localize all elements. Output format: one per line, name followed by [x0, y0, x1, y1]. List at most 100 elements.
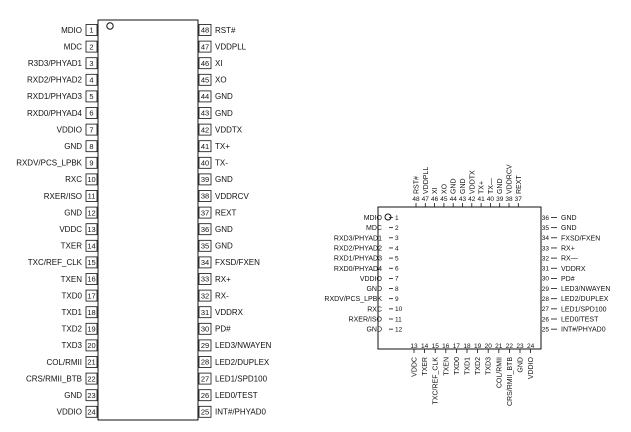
right-chip-pin-label: GND — [451, 178, 458, 194]
right-chip-pin-number: 15 — [432, 343, 440, 350]
left-chip-pin-number: 38 — [201, 192, 209, 201]
left-chip-pin-box — [85, 107, 98, 119]
right-chip-pin-label: RX— — [561, 256, 578, 263]
left-chip-pin-box — [85, 339, 98, 352]
right-chip-pin-number: 1 — [395, 215, 399, 222]
right-chip-pin-label: RXER/ISO — [349, 317, 383, 324]
left-chip-pin-number: 4 — [89, 76, 93, 85]
right-chip-pin-label: REXT — [516, 175, 523, 194]
left-chip-pin-box — [198, 173, 212, 186]
left-chip-pin-box — [198, 405, 212, 418]
left-chip-pin-label: INT#/PHYAD0 — [215, 408, 267, 417]
right-chip-pin-label: XO — [441, 183, 448, 194]
left-chip-pin-label: TXD1 — [62, 308, 83, 317]
right-chip-pin-number: 44 — [450, 196, 458, 203]
left-chip-pin-box — [85, 256, 98, 269]
right-chip-pin-label: LED1/SPD100 — [561, 306, 607, 313]
left-chip-pin-label: GND — [64, 208, 82, 217]
left-chip-pin-box — [198, 356, 212, 368]
right-chip-pin-number: 24 — [527, 343, 535, 350]
right-chip-pin-label: COL/RMII — [496, 357, 503, 388]
left-chip-pin-number: 25 — [201, 408, 209, 417]
right-chip-pin-number: 26 — [542, 316, 550, 323]
left-chip-pin-label: GND — [215, 225, 233, 234]
right-chip-pin-label: FXSD/FXEN — [561, 235, 600, 242]
right-chip-pin-label: GND — [497, 178, 504, 194]
right-chip-pin-number: 18 — [463, 343, 471, 350]
left-chip-pin-box — [85, 306, 98, 319]
left-chip-pin-box — [198, 40, 212, 53]
right-chip-pin-number: 4 — [395, 245, 399, 252]
left-chip-pin-label: VDDC — [59, 225, 82, 234]
left-chip-pin-label: LED1/SPD100 — [215, 374, 268, 383]
right-chip-pin-number: 34 — [542, 235, 550, 242]
left-chip-pin1-marker — [106, 22, 114, 30]
left-chip-pin-box — [198, 256, 212, 269]
left-chip-pin-box — [85, 273, 98, 285]
left-chip-pin-number: 46 — [201, 59, 209, 68]
left-chip-pin-label: TXEN — [61, 275, 83, 284]
right-chip-pin-label: RXDV/PCS_LPBK — [324, 296, 382, 303]
left-chip-pin-box — [85, 73, 98, 86]
left-chip-pin-label: RXC — [65, 175, 82, 184]
left-chip-pin-box — [85, 24, 98, 36]
left-chip-pin-label: TXC/REF_CLK — [28, 258, 83, 267]
left-chip-pin-number: 1 — [89, 26, 93, 35]
left-chip-pin-box — [85, 405, 98, 418]
right-chip-pin-number: 23 — [516, 343, 524, 350]
left-chip-pin-label: LED0/TEST — [215, 391, 258, 400]
left-chip-pin-label: GND — [215, 92, 233, 101]
right-chip-pin-number: 27 — [542, 306, 550, 313]
right-chip-pin-label: TX— — [488, 178, 495, 194]
right-chip-pin-label: VDDIO — [528, 356, 535, 379]
right-chip-pin-number: 8 — [395, 286, 399, 293]
left-chip-pin-box — [85, 90, 98, 103]
right-chip-pin-label: GND — [518, 357, 525, 373]
left-chip-pin-number: 13 — [87, 225, 95, 234]
right-chip-pin-label: LED3/NWAYEN — [561, 286, 610, 293]
left-chip-pin-number: 41 — [201, 142, 209, 151]
left-chip-pin-label: TXD0 — [62, 291, 83, 300]
right-chip-pin-number: 43 — [459, 196, 467, 203]
right-chip-pin-label: TXD2 — [475, 357, 482, 375]
left-chip-pin-number: 27 — [201, 374, 209, 383]
right-chip-pin-number: 38 — [505, 196, 513, 203]
right-chip-pin-number: 36 — [542, 215, 550, 222]
left-chip-pin-label: REXT — [215, 208, 236, 217]
left-chip-pin-label: TX+ — [215, 142, 230, 151]
left-chip-pin-box — [198, 57, 212, 70]
right-chip-pin-number: 16 — [442, 343, 450, 350]
right-chip-pin-number: 45 — [440, 196, 448, 203]
left-chip-pin-label: CRS/RMII_BTB — [26, 374, 82, 383]
right-chip-pin-number: 41 — [477, 196, 485, 203]
left-chip-pin-label: LED2/DUPLEX — [215, 358, 270, 367]
left-chip-pin-label: TX- — [215, 159, 228, 168]
right-chip-pin-number: 19 — [474, 343, 482, 350]
left-chip-pin-number: 12 — [87, 208, 95, 217]
left-chip-pin-label: VDDIO — [57, 408, 82, 417]
left-chip-pin-label: GND — [215, 242, 233, 251]
right-chip-pin-number: 32 — [542, 255, 550, 262]
left-chip-pin-number: 42 — [201, 125, 209, 134]
left-chip-pin-number: 37 — [201, 208, 209, 217]
right-chip-pin-number: 37 — [515, 196, 523, 203]
left-chip-pin-number: 3 — [89, 59, 93, 68]
left-chip-pin-label: LED3/NWAYEN — [215, 341, 272, 350]
left-chip-pin-box — [85, 372, 98, 385]
left-chip-pin-label: XI — [215, 59, 223, 68]
left-chip-pin-number: 32 — [201, 291, 209, 300]
right-chip-pin-label: RX+ — [561, 245, 575, 252]
left-chip-pin-label: TXER — [61, 242, 83, 251]
left-chip-pin-label: R3D3/PHYAD1 — [28, 59, 83, 68]
left-chip-pin-number: 24 — [87, 408, 95, 417]
left-chip-pin-number: 10 — [87, 175, 95, 184]
left-chip-pin-label: RST# — [215, 26, 236, 35]
left-chip-pin-box — [85, 289, 98, 302]
left-chip-pin-number: 22 — [87, 374, 95, 383]
left-chip-pin-label: COL/RMII — [46, 358, 82, 367]
left-chip-pin-label: RXER/ISO — [44, 192, 82, 201]
right-chip-pin-number: 21 — [495, 343, 503, 350]
left-chip-pin-box — [198, 389, 212, 402]
left-chip-pin-box — [198, 73, 212, 86]
